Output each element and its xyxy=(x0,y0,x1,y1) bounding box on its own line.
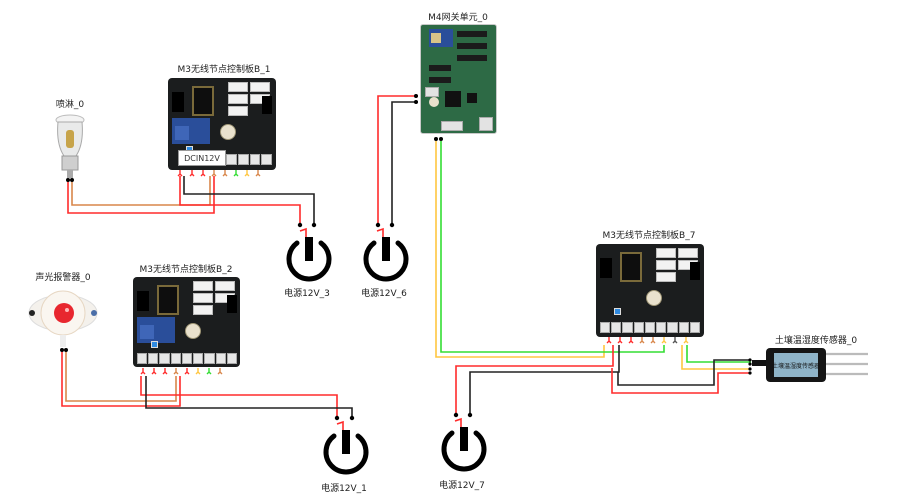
board-b7-label: M3无线节点控制板B_7 xyxy=(602,231,696,241)
wire-alarm-orange[interactable] xyxy=(65,350,177,402)
wire-alarm-red[interactable] xyxy=(61,350,181,407)
wire-gw-power6-black[interactable] xyxy=(391,101,418,225)
wire-gw-b7-yellow[interactable] xyxy=(435,141,605,358)
sprinkler-label: 喷淋_0 xyxy=(55,100,85,110)
wire-sprinkler-orange[interactable] xyxy=(71,176,211,206)
wire-b7-sensor-black[interactable] xyxy=(617,359,750,386)
soil-sensor-icon[interactable]: 土壤温湿度传感器 xyxy=(752,346,872,386)
board-b1[interactable]: DCIN12V xyxy=(168,78,276,170)
board-b1-terminals xyxy=(177,170,261,177)
board-b2-label: M3无线节点控制板B_2 xyxy=(139,265,233,275)
alarm-label: 声光报警器_0 xyxy=(35,273,91,283)
power-6-label: 电源12V_6 xyxy=(361,289,407,299)
wire-b7-power7-red[interactable] xyxy=(455,345,614,415)
power-3-label: 电源12V_3 xyxy=(284,289,330,299)
power-7-label: 电源12V_7 xyxy=(439,481,485,491)
power-7-icon[interactable] xyxy=(438,415,488,475)
board-b1-label: M3无线节点控制板B_1 xyxy=(177,65,271,75)
board-b2-terminals xyxy=(140,368,223,375)
wire-b1-power3-black[interactable] xyxy=(183,176,315,225)
power-1-icon[interactable] xyxy=(320,418,370,478)
wire-b7-sensor-green[interactable] xyxy=(686,345,751,364)
power-6-icon[interactable] xyxy=(360,225,410,285)
wire-b7-sensor-red[interactable] xyxy=(611,368,750,394)
soil-sensor-label: 土壤温湿度传感器_0 xyxy=(774,336,858,346)
board-b2[interactable] xyxy=(133,277,240,367)
buzzer-light-alarm-icon[interactable] xyxy=(27,283,99,347)
wire-gw-b7-green[interactable] xyxy=(440,141,665,353)
power-1-label: 电源12V_1 xyxy=(321,484,367,494)
wire-b7-power7-black[interactable] xyxy=(469,345,620,415)
sprinkler-icon[interactable] xyxy=(50,112,90,180)
soil-sensor-body-text: 土壤温湿度传感器 xyxy=(772,362,820,370)
wire-gw-power6-red[interactable] xyxy=(377,95,418,225)
gateway-label: M4网关单元_0 xyxy=(428,13,488,23)
wire-b2-power1-black[interactable] xyxy=(145,376,353,418)
board-b7[interactable] xyxy=(596,244,704,337)
wire-b1-power3-red[interactable] xyxy=(179,176,301,225)
gateway-board[interactable] xyxy=(420,24,497,134)
wire-b2-power1-red[interactable] xyxy=(140,376,338,418)
board-b7-terminals xyxy=(606,337,689,344)
dcin-label: DCIN12V xyxy=(178,150,226,166)
power-3-icon[interactable] xyxy=(283,225,333,285)
wire-b7-sensor-yellow[interactable] xyxy=(681,345,750,370)
